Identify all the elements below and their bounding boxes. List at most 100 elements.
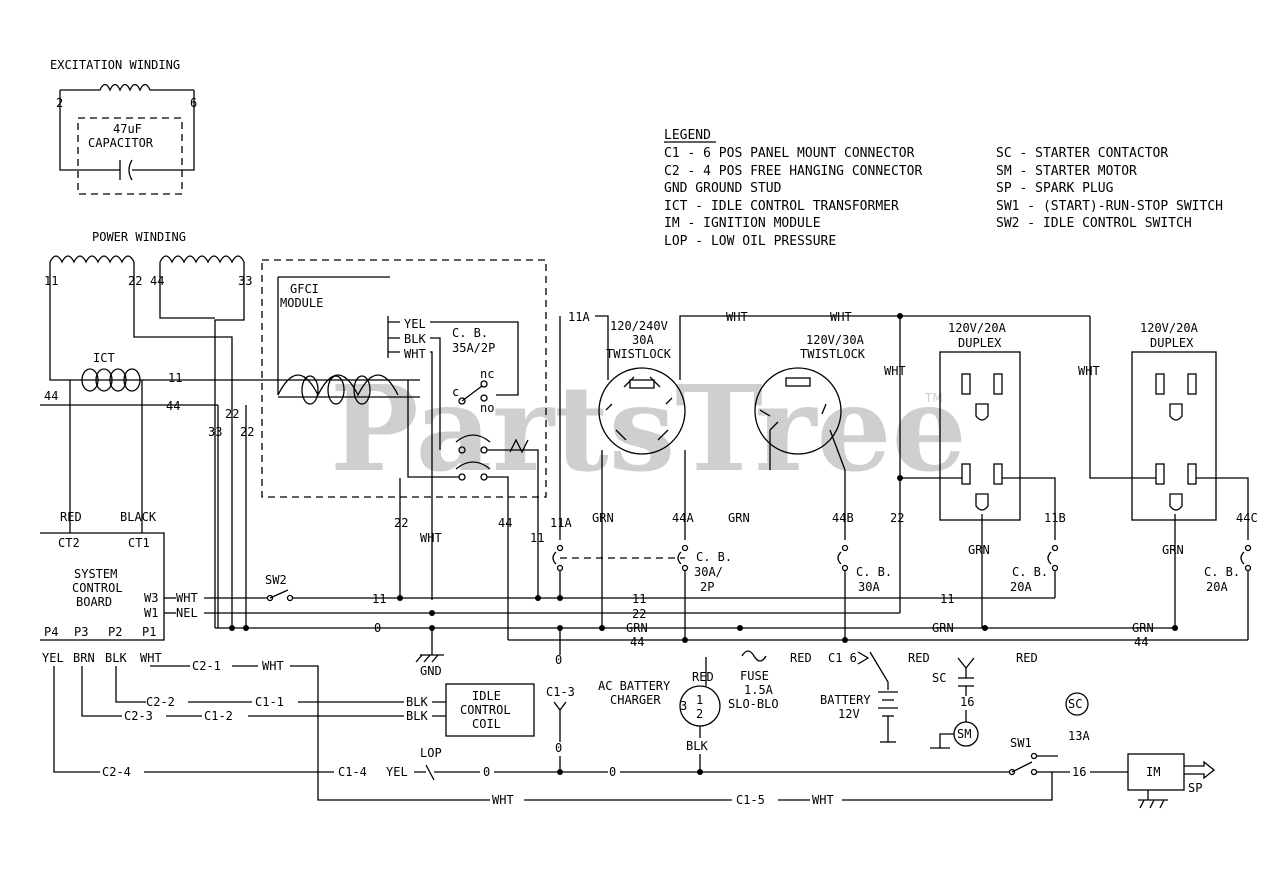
conn-c1-2: C1-2 xyxy=(204,709,233,723)
board-p2: P2 xyxy=(108,625,122,639)
gfci-blk: BLK xyxy=(404,332,426,346)
bus-44-label: 44 xyxy=(630,635,644,649)
legend-item: SP - SPARK PLUG xyxy=(996,181,1114,196)
legend-item: IM - IGNITION MODULE xyxy=(664,216,821,231)
wht-label-vertical: WHT xyxy=(884,364,906,378)
idle-coil-2: CONTROL xyxy=(460,703,511,717)
sm-label: SM xyxy=(957,727,971,741)
pw-term-44: 44 xyxy=(150,274,164,288)
duplex2-label-1: 120V/20A xyxy=(1140,321,1199,335)
twist1-label-1: 120/240V xyxy=(610,319,668,333)
board-p1-wire: WHT xyxy=(140,651,162,665)
battery-label-1: BATTERY xyxy=(820,693,871,707)
capacitor-value: 47uF xyxy=(113,122,142,136)
batt-red: RED xyxy=(790,651,812,665)
lower-circuit: C2-1 WHT WHT C1-5 WHT C2-2 C1-1 BLK C2-3… xyxy=(53,628,1216,809)
legend-item: C1 - 6 POS PANEL MOUNT CONNECTOR xyxy=(664,146,915,161)
gfci-label-1: GFCI xyxy=(290,282,319,296)
bus-grn-label: GRN xyxy=(626,621,648,635)
board-p3: P3 xyxy=(74,625,88,639)
bus-wht-label: WHT xyxy=(176,591,198,605)
ict-red-lead: RED xyxy=(60,510,82,524)
twistlock-120v-30a: 120V/30A TWISTLOCK WHT 44B C. B. 30A WHT… xyxy=(754,310,1090,640)
twist1-grn-2: GRN xyxy=(728,511,750,525)
wire-16: 16 xyxy=(960,695,974,709)
bus-11-label: 11 xyxy=(372,592,386,606)
gfci-module: GFCI MODULE YEL BLK WHT C. B. 35A/2P nc … xyxy=(261,259,547,640)
duplex1-label-2: DUPLEX xyxy=(958,336,1002,350)
wht-c21: WHT xyxy=(262,659,284,673)
cb-30a2p-3: 2P xyxy=(700,580,714,594)
power-winding-title: POWER WINDING xyxy=(92,230,186,244)
charger-pin-2: 2 xyxy=(696,707,703,721)
board-ct1: CT1 xyxy=(128,536,150,550)
bus-nel-label: NEL xyxy=(176,606,198,620)
duplex-receptacle-2: 120V/20A DUPLEX WHT GRN 44C C. B. 20A xyxy=(1078,316,1258,640)
duplex1-grn: GRN xyxy=(968,543,990,557)
wire-11a-lower: 11A xyxy=(550,516,572,530)
fuse-label-3: SLO-BLO xyxy=(728,697,779,711)
legend-item: ICT - IDLE CONTROL TRANSFORMER xyxy=(664,199,899,214)
conn-c1-3: C1-3 xyxy=(546,685,575,699)
watermark: PartsTree xyxy=(330,359,967,498)
sc-label: SC xyxy=(932,671,946,685)
lop-0: 0 xyxy=(483,765,490,779)
wire-22-label: 22 xyxy=(394,516,408,530)
gfci-cb-label: C. B. xyxy=(452,326,488,340)
board-p1: P1 xyxy=(142,625,156,639)
gnd-label: GND xyxy=(420,664,442,678)
twist1-44a: 44A xyxy=(672,511,694,525)
legend-item: SM - STARTER MOTOR xyxy=(996,164,1137,179)
watermark-tm: TM xyxy=(924,391,943,405)
board-title-2: CONTROL xyxy=(72,581,123,595)
idle-coil-3: COIL xyxy=(472,717,501,731)
conn-c2-1: C2-1 xyxy=(192,659,221,673)
sc-circle-label: SC xyxy=(1068,697,1082,711)
idle-blk-2: BLK xyxy=(406,709,428,723)
cb-30a2p-2: 30A/ xyxy=(694,565,723,579)
sp-label: SP xyxy=(1188,781,1202,795)
cb-20a-1-1: C. B. xyxy=(1012,565,1048,579)
legend: LEGEND C1 - 6 POS PANEL MOUNT CONNECTOR … xyxy=(664,128,1223,249)
legend-item: SW2 - IDLE CONTROL SWITCH xyxy=(996,216,1192,231)
cb-30a-2: 30A xyxy=(858,580,880,594)
bus-wires: WHT SW2 11 11 11 NEL 22 0 GRN GRN GRN 44… xyxy=(164,478,1248,678)
lop-yel: YEL xyxy=(386,765,408,779)
wire-11a-label: 11A xyxy=(568,310,590,324)
red-label-right: RED xyxy=(1016,651,1038,665)
duplex1-label-1: 120V/20A xyxy=(948,321,1007,335)
board-w1: W1 xyxy=(144,606,158,620)
legend-item: SC - STARTER CONTACTOR xyxy=(996,146,1168,161)
board-p4-wire: YEL xyxy=(42,651,64,665)
board-p4: P4 xyxy=(44,625,58,639)
twist2-label-2: TWISTLOCK xyxy=(800,347,866,361)
cb-20a-2-2: 20A xyxy=(1206,580,1228,594)
bus-grn2-label: GRN xyxy=(932,621,954,635)
power-winding: POWER WINDING 11 22 44 33 xyxy=(44,230,252,288)
legend-item: LOP - LOW OIL PRESSURE xyxy=(664,234,836,249)
gfci-nc: nc xyxy=(480,367,494,381)
duplex2-label-2: DUPLEX xyxy=(1150,336,1194,350)
ict-label: ICT xyxy=(93,351,115,365)
lop-0b: 0 xyxy=(609,765,616,779)
bus-44b-label: 44 xyxy=(1134,635,1148,649)
conn-c2-4: C2-4 xyxy=(102,765,131,779)
twist1-label-2: 30A xyxy=(632,333,654,347)
system-control-board: CT2 CT1 SYSTEM CONTROL BOARD W3 W1 P4 P3… xyxy=(40,508,165,665)
duplex2-grn: GRN xyxy=(1162,543,1184,557)
bus-22-label: 22 xyxy=(632,607,646,621)
legend-item: GND GROUND STUD xyxy=(664,181,782,196)
lop-label: LOP xyxy=(420,746,442,760)
duplex2-44c: 44C xyxy=(1236,511,1258,525)
pw-term-11: 11 xyxy=(44,274,58,288)
charger-label-1: AC BATTERY xyxy=(598,679,671,693)
wire-22-duplex: 22 xyxy=(890,511,904,525)
fuse-label-1: FUSE xyxy=(740,669,769,683)
charger-red: RED xyxy=(692,670,714,684)
duplex1-11b: 11B xyxy=(1044,511,1066,525)
capacitor-label: CAPACITOR xyxy=(88,136,154,150)
twistlock-120-240v: 11A 120/240V 30A TWISTLOCK WHT GRN 44A G… xyxy=(550,310,790,640)
excitation-winding: EXCITATION WINDING 2 6 47uF CAPACITOR xyxy=(50,58,197,195)
legend-item: C2 - 4 POS FREE HANGING CONNECTOR xyxy=(664,164,922,179)
